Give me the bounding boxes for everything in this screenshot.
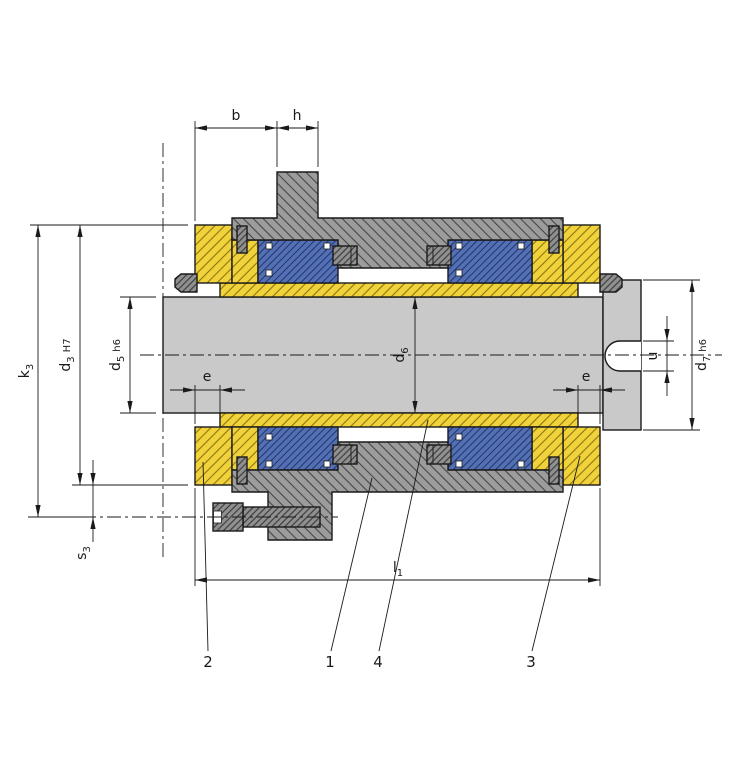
inner-sleeve-bottom (219, 412, 579, 428)
dim-l1: l1 (195, 560, 600, 583)
section-parts (162, 171, 642, 541)
outer-ring-right-top (562, 224, 601, 284)
ring-hole (323, 460, 331, 468)
outer-ring-right-bottom (562, 426, 601, 486)
dim-label-e-right: e (582, 369, 591, 385)
part-number-4: 4 (373, 653, 383, 671)
part-number-3: 3 (526, 653, 536, 671)
part-leaders: 2 1 4 3 (202, 419, 581, 671)
ring-hole (323, 242, 331, 250)
locking-screw-right-bottom (548, 456, 560, 485)
dim-b: b (195, 108, 277, 131)
hub-flange-top (231, 171, 564, 269)
outer-ring-left-top (194, 224, 233, 284)
dim-h: h (277, 108, 318, 131)
jack-bolt-left (174, 273, 198, 293)
dim-label-d3: d3H7 (58, 338, 77, 371)
dim-k3: k3 (17, 225, 41, 517)
set-screw (426, 245, 452, 266)
set-screw (426, 444, 452, 465)
dim-d6: d6 (392, 297, 418, 413)
dim-e-left: e (170, 369, 245, 393)
ring-holes (265, 242, 525, 468)
dim-label-k3: k3 (17, 364, 36, 378)
dim-label-d5: d5h6 (108, 339, 127, 371)
leader-line-1 (330, 477, 373, 652)
part-number-2: 2 (203, 653, 213, 671)
locking-screw-left-bottom (236, 456, 248, 485)
leader-line-3 (531, 455, 581, 652)
part-number-1: 1 (325, 653, 335, 671)
dim-label-u: u (645, 352, 661, 361)
leader-line-2 (202, 461, 209, 652)
locking-screw-left-top (236, 225, 248, 254)
dim-label-h: h (293, 108, 302, 124)
dim-d5: d5h6 (108, 297, 133, 413)
outer-ring-left-bottom (194, 426, 233, 486)
jack-bolt-right (599, 273, 623, 293)
dim-d7: d7h6 (689, 280, 713, 430)
dim-label-s3: s3 (74, 546, 93, 560)
set-screws (332, 245, 452, 465)
ring-hole (455, 460, 463, 468)
ring-hole (455, 433, 463, 441)
set-screw (332, 245, 358, 266)
ring-hole (265, 269, 273, 277)
dim-label-l1: l1 (393, 560, 403, 579)
ring-hole (517, 460, 525, 468)
dim-e-right: e (553, 369, 625, 393)
dim-label-b: b (232, 108, 241, 124)
dim-s3: s3 (74, 460, 96, 560)
dim-label-d6: d6 (392, 347, 411, 362)
set-screw (332, 444, 358, 465)
centerlines (82, 143, 722, 560)
keyway-slot (604, 340, 641, 372)
ring-hole (517, 242, 525, 250)
locking-screw-right-top (548, 225, 560, 254)
dim-d3: d3H7 (58, 225, 83, 485)
dimensions: b h k3 d3H7 d5h6 d6 (17, 108, 713, 586)
ring-hole (265, 460, 273, 468)
leader-line-4 (378, 419, 429, 652)
ring-hole (265, 242, 273, 250)
inner-sleeve-top (219, 282, 579, 298)
dim-label-d7: d7h6 (694, 339, 713, 371)
ring-hole (265, 433, 273, 441)
dim-u: u (645, 316, 670, 396)
dim-label-e-left: e (203, 369, 212, 385)
ring-hole (455, 242, 463, 250)
ring-hole (455, 269, 463, 277)
